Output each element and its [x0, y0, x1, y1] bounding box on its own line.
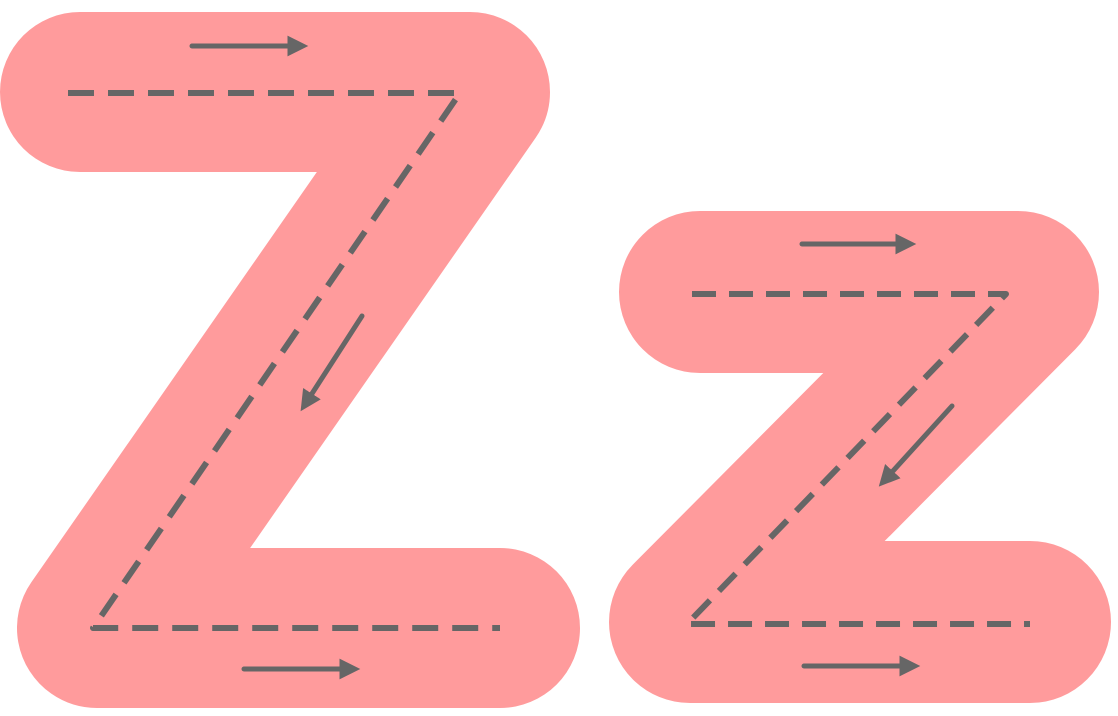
- uppercase-z-dashed-guide: [68, 90, 500, 631]
- lowercase-z-arrow-diagonal: [878, 403, 955, 487]
- uppercase-z-arrow-diagonal: [300, 313, 365, 412]
- lowercase-z-dashed-guide: [684, 291, 1030, 627]
- lowercase-z-letter: [609, 211, 1111, 703]
- lowercase-z-shape: [609, 211, 1111, 703]
- uppercase-z-shape: [0, 12, 580, 708]
- uppercase-z-letter: [0, 12, 580, 708]
